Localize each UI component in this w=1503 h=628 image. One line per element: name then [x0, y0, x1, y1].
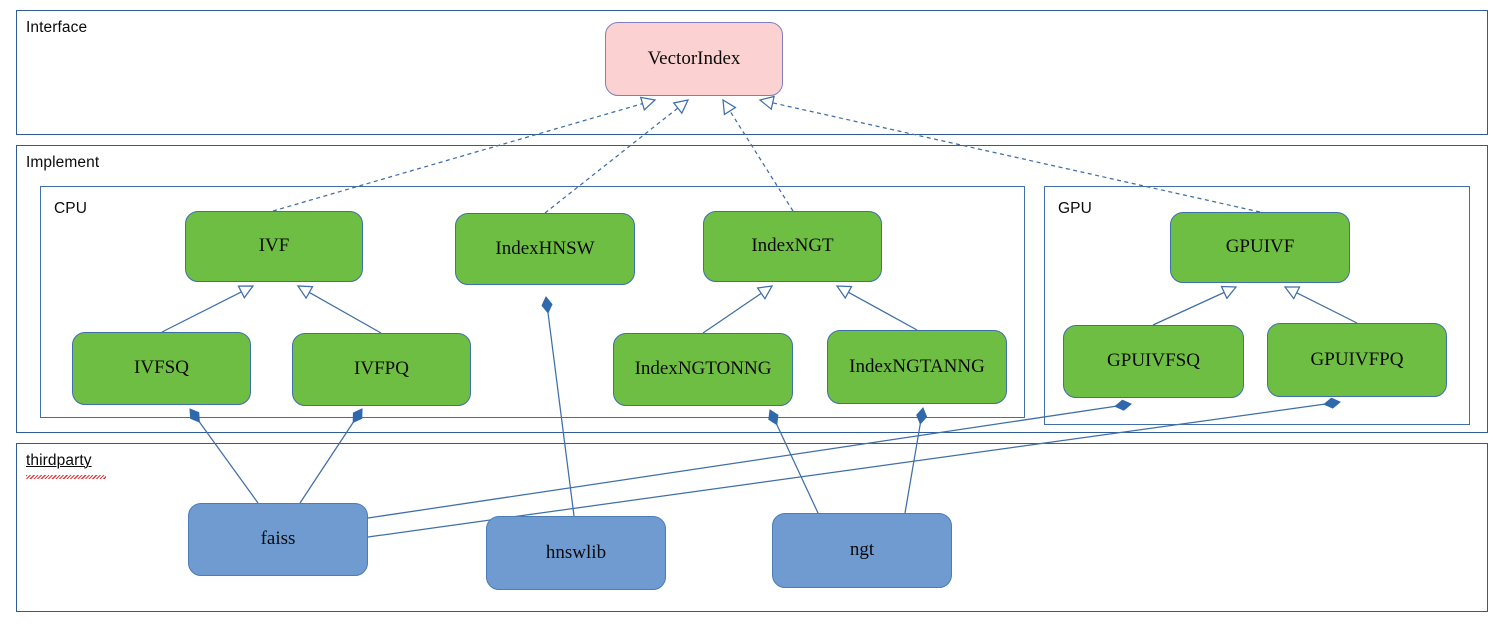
edge-line [728, 109, 794, 212]
node-ivfpq[interactable]: IVFPQ [292, 333, 471, 406]
node-gpuivfsq[interactable]: GPUIVFSQ [1063, 325, 1244, 398]
node-label-indexngtonng: IndexNGTONNG [634, 358, 772, 380]
filled-diamond-marker [1114, 399, 1132, 411]
node-label-ivfpq: IVFPQ [354, 358, 409, 380]
edge-faiss-to-ivfsq [189, 408, 259, 504]
node-label-indexngt: IndexNGT [751, 235, 834, 257]
hollow-triangle-arrowhead [639, 96, 657, 112]
edge-indexngt-to-vectorindex [722, 98, 794, 212]
edge-faiss-to-gpuivfsq [367, 399, 1132, 519]
node-label-faiss: faiss [260, 528, 296, 550]
edge-line [771, 102, 1261, 213]
hollow-triangle-arrowhead [835, 285, 853, 300]
edge-gpuivfsq-to-gpuivf [1152, 285, 1238, 326]
hollow-triangle-arrowhead [758, 95, 775, 111]
spellcheck-underline-thirdparty [26, 475, 106, 479]
node-indexngtanng[interactable]: IndexNGTANNG [827, 330, 1007, 404]
node-indexhnsw[interactable]: IndexHNSW [455, 213, 635, 285]
edge-ivf-to-vectorindex [272, 96, 657, 212]
node-gpuivf[interactable]: GPUIVF [1170, 212, 1350, 283]
node-indexngtonng[interactable]: IndexNGTONNG [613, 333, 793, 406]
edge-line [904, 420, 922, 514]
edge-line [1152, 291, 1226, 326]
node-label-indexngtanng: IndexNGTANNG [849, 355, 985, 377]
edge-gpuivf-to-vectorindex [758, 95, 1261, 213]
edge-indexhnsw-to-vectorindex [544, 99, 690, 214]
filled-diamond-marker [541, 296, 553, 314]
group-label-interface: Interface [26, 19, 88, 36]
node-indexngt[interactable]: IndexNGT [703, 211, 882, 282]
node-vectorindex[interactable]: VectorIndex [605, 22, 783, 96]
group-box-interface [16, 10, 1488, 135]
hollow-triangle-arrowhead [1283, 286, 1301, 300]
edge-indexngtanng-to-indexngt [835, 285, 918, 331]
node-hnswlib[interactable]: hnswlib [486, 516, 666, 590]
edge-line [847, 291, 918, 331]
filled-diamond-marker [916, 407, 928, 425]
edge-line [702, 292, 763, 334]
edge-indexngtonng-to-indexngt [702, 285, 774, 334]
edge-ngt-to-indexngtanng [904, 407, 928, 514]
edge-line [367, 403, 1328, 538]
hollow-triangle-arrowhead [1220, 285, 1238, 300]
filled-diamond-marker [352, 408, 363, 424]
edge-line [308, 291, 382, 334]
node-label-indexhnsw: IndexHNSW [495, 237, 595, 259]
node-faiss[interactable]: faiss [188, 503, 368, 576]
edge-hnswlib-to-indexhnsw [541, 296, 575, 517]
hollow-triangle-arrowhead [756, 285, 774, 300]
node-label-gpuivfsq: GPUIVFSQ [1107, 350, 1200, 372]
hollow-triangle-arrowhead [296, 285, 314, 300]
edge-line [367, 405, 1119, 519]
edge-line [161, 290, 243, 333]
hollow-triangle-arrowhead [722, 98, 737, 116]
edge-line [272, 102, 644, 212]
group-label-thirdparty: thirdparty [26, 452, 92, 469]
edge-ivfpq-to-ivf [296, 285, 382, 334]
edge-ngt-to-indexngtonng [768, 409, 819, 514]
node-ivfsq[interactable]: IVFSQ [72, 332, 251, 405]
filled-diamond-marker [189, 408, 200, 423]
filled-diamond-marker [1323, 397, 1341, 409]
node-label-ivfsq: IVFSQ [134, 357, 189, 379]
node-label-hnswlib: hnswlib [545, 541, 607, 563]
filled-diamond-marker [768, 409, 779, 426]
node-ivf[interactable]: IVF [185, 211, 363, 282]
node-label-ivf: IVF [258, 235, 290, 257]
node-label-gpuivfpq: GPUIVFPQ [1310, 348, 1404, 370]
group-box-thirdparty [16, 443, 1488, 612]
group-box-gpu [1044, 186, 1470, 425]
edge-line [1295, 291, 1358, 324]
group-label-cpu: CPU [54, 200, 88, 217]
edge-line [774, 421, 819, 514]
edge-line [299, 419, 356, 504]
node-label-vectorindex: VectorIndex [647, 47, 741, 69]
group-label-implement: Implement [26, 154, 100, 171]
edge-line [544, 106, 679, 214]
group-label-gpu: GPU [1058, 200, 1092, 217]
edge-faiss-to-gpuivfpq [367, 397, 1341, 538]
node-label-gpuivf: GPUIVF [1225, 236, 1295, 258]
node-gpuivfpq[interactable]: GPUIVFPQ [1267, 323, 1447, 397]
edge-line [197, 419, 259, 504]
node-label-ngt: ngt [849, 539, 875, 561]
node-ngt[interactable]: ngt [772, 513, 952, 588]
edge-faiss-to-ivfpq [299, 408, 363, 504]
edge-ivfsq-to-ivf [161, 285, 255, 333]
edge-line [547, 309, 575, 517]
group-box-cpu [40, 186, 1025, 418]
edge-gpuivfpq-to-gpuivf [1283, 286, 1358, 324]
hollow-triangle-arrowhead [672, 99, 690, 115]
hollow-triangle-arrowhead [237, 285, 255, 299]
